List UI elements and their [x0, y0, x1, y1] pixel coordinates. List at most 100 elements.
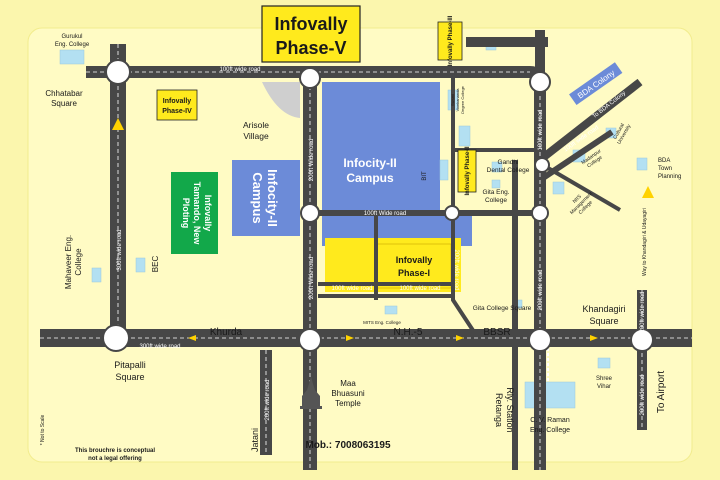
road-label-200ft-bottom: 200ft wide road: [538, 269, 544, 310]
road-label-300ft-bottom: 300ft wide road: [139, 344, 180, 350]
label-khurda: Khurda: [210, 327, 243, 338]
gita-eng-line2: College: [485, 197, 507, 204]
bda-town-line1: BDA: [658, 158, 670, 164]
arrow-nh5-2: [456, 335, 464, 341]
phase1-line1: Infovally: [396, 255, 433, 265]
phase2-box: Infovally Phase-II: [457, 146, 477, 196]
mits-building: [384, 305, 398, 315]
vivekananda-line1: Swami: [450, 94, 455, 106]
bda-town-line2: Town: [658, 166, 672, 172]
phase3-label: Infovally Phase-III: [448, 15, 454, 66]
cv-raman-building: [524, 381, 576, 409]
arrow-nh5-1: [346, 335, 354, 341]
gurukul-line1: Gurukul: [61, 34, 82, 40]
label-to-airport: To Airport: [656, 371, 667, 413]
direction-arrows: [112, 118, 654, 341]
phase3-box: Infovally Phase-III: [437, 15, 463, 66]
junction-nh5-center: [298, 328, 322, 352]
gita-eng-line1: Gita Eng.: [482, 189, 509, 196]
mahaveer-building: [91, 267, 102, 283]
arrow-up-left: [112, 118, 124, 130]
road-label-200ft-inner: 200ft Wide road: [309, 257, 315, 299]
infocity2-vertical-block: [232, 160, 300, 236]
gandhi-line1: Gandhi: [498, 159, 519, 166]
nis-line1: NIIS: [572, 193, 584, 205]
tamando-line1: Infovally: [203, 195, 213, 232]
junction-campus-mid: [444, 205, 460, 221]
bda-town-building: [636, 157, 648, 171]
arrow-nh5-left1: [188, 335, 196, 341]
road-label-100ft-campus: 100ft Wide road: [364, 211, 406, 217]
junction-diag: [534, 157, 550, 173]
vivekananda-line2: Vivekananda: [455, 88, 460, 112]
label-jatani: Jatani: [250, 428, 260, 452]
khandagiri-line1: Khandagiri: [582, 304, 625, 314]
bda-colony-box: [569, 62, 623, 105]
infocity2-campus-line1: Infocity-II: [343, 156, 396, 170]
title-line2: Phase-V: [275, 38, 346, 58]
label-nh5: N.H.-5: [394, 327, 423, 338]
mobile-number: Mob.: 7008063195: [305, 440, 390, 451]
temple-icon: [300, 376, 322, 409]
junction-pitapalli: [102, 324, 130, 352]
chhatabar-line2: Square: [51, 99, 77, 108]
bda-town-line3: Planning: [658, 174, 681, 180]
phase2-label: Infovally Phase-II: [465, 146, 471, 195]
disclaimer-line1: This brouchre is conceptual: [75, 448, 155, 454]
gita-eng-building: [458, 125, 471, 147]
way-khandagiri: Way to Khandagiri & Udayagiri: [642, 208, 648, 276]
junction-khandagiri: [630, 328, 654, 352]
arrow-up-right: [642, 186, 654, 198]
gandhi-building: [491, 161, 503, 173]
cv-raman-line2: Eng. College: [530, 427, 570, 434]
shree-vihar-line1: Shree: [596, 376, 613, 382]
junction-top-right: [529, 71, 551, 93]
maa-line3: Temple: [335, 399, 361, 408]
gurukul-building: [59, 49, 85, 65]
gandhi-line2: Dental College: [487, 167, 530, 174]
junction-campus-right: [531, 204, 549, 222]
road-label-200ft-airport: 200ft wide road: [640, 374, 646, 415]
disclaimer-line2: not a legal offering: [88, 456, 142, 462]
road-label-200ft-left: 200ft Wide road: [309, 139, 315, 181]
phase1-line2: Phase-I: [398, 268, 430, 278]
infovally-phase1-label-block: [376, 243, 452, 289]
vivekananda-line3: Degree College: [460, 85, 465, 114]
bit-building: [439, 159, 449, 181]
road-centerlines: [40, 44, 692, 470]
infocity2-campus-line2: Campus: [346, 171, 394, 185]
nis-building: [552, 181, 565, 195]
not-to-scale: * Not to Scale: [40, 414, 46, 445]
road-label-top: 100ft wide road: [219, 67, 260, 73]
phase4-box: Infovally Phase-IV: [156, 89, 198, 121]
infocity2-vertical-line1: Infocity-II: [265, 169, 280, 227]
road-inner-v2: [451, 150, 480, 340]
chhatabar-line1: Chhatabar: [45, 89, 83, 98]
mits-label: MITS Eng. College: [363, 320, 401, 325]
arisole-village-area: [262, 82, 300, 118]
road-label-300ft-left: 300ft wide road: [117, 229, 123, 270]
shree-vihar-building: [597, 357, 611, 369]
road-label-100ft-low1: 100ft wide road: [331, 286, 372, 292]
junction-gita-square: [528, 328, 552, 352]
title-line1: Infovally: [274, 14, 347, 34]
label-retanga-line1: Retanga: [494, 393, 504, 427]
title-box: Infovally Phase-V: [261, 5, 361, 63]
phase4-line2: Phase-IV: [162, 108, 192, 115]
gita-eng-building-2: [491, 179, 501, 189]
junction-campus-left: [300, 203, 320, 223]
label-bbsr: BBSR: [483, 327, 510, 338]
junctions: [102, 59, 654, 352]
junction-top-center: [299, 67, 321, 89]
road-label-100ft-right: 100ft wide road: [538, 109, 544, 150]
label-retanga-line2: Rly. Station: [505, 387, 515, 432]
road-label-200ft-mid: 200ft wide road: [265, 379, 271, 420]
gurukul-line2: Eng. College: [55, 42, 90, 48]
phase4-line1: Infovally: [163, 98, 192, 105]
cv-raman-line1: C. V. Raman: [530, 417, 570, 424]
mahaveer-line1: Mahaveer Eng.: [64, 235, 73, 289]
tamando-line3: Ploting: [181, 198, 191, 229]
mahaveer-line2: College: [74, 248, 83, 276]
arrow-nh5-3: [590, 335, 598, 341]
